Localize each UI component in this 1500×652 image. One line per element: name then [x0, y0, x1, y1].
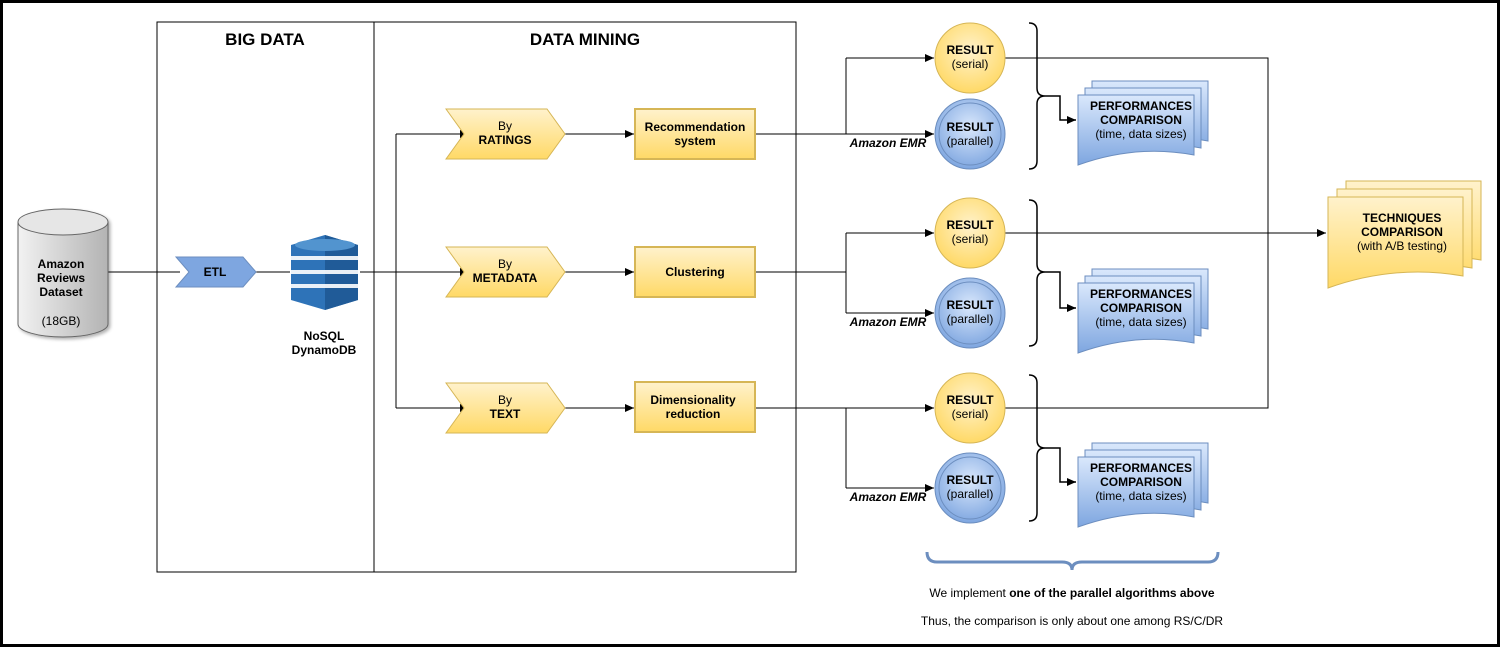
braces: [1028, 22, 1076, 522]
chevron-text: By TEXT: [445, 382, 566, 434]
note-line-2: Thus, the comparison is only about one a…: [921, 614, 1223, 628]
connectors: [108, 54, 1326, 492]
dynamodb-icon: [291, 235, 358, 310]
chevron-text-by: By: [498, 393, 512, 407]
perf-comparison-2: PERFORMANCES COMPARISON (time, data size…: [1077, 268, 1209, 354]
techniques-line3: (with A/B testing): [1357, 239, 1447, 253]
emr-label-1: Amazon EMR: [849, 136, 927, 150]
result-serial-3-title: RESULT: [946, 393, 994, 407]
brace-arrow-2: [1045, 271, 1076, 312]
chevron-metadata-label: METADATA: [473, 271, 538, 285]
algo-recommendation: Recommendation system: [634, 108, 756, 160]
perf-1-line3: (time, data sizes): [1095, 127, 1186, 141]
result-parallel-1-title: RESULT: [946, 120, 994, 134]
techniques-line1: TECHNIQUES: [1363, 211, 1442, 225]
chevron-ratings-label: RATINGS: [478, 133, 531, 147]
result-serial-1: RESULT (serial): [934, 22, 1006, 94]
techniques-line2: COMPARISON: [1361, 225, 1443, 239]
chevron-metadata-by: By: [498, 257, 512, 271]
note-prefix: We implement: [929, 586, 1009, 600]
note-line-1: We implement one of the parallel algorit…: [929, 586, 1215, 600]
algo-dimensionality-line1: Dimensionality: [650, 393, 736, 407]
perf-3-line3: (time, data sizes): [1095, 489, 1186, 503]
result-serial-3-sub: (serial): [952, 407, 989, 421]
perf-2-line3: (time, data sizes): [1095, 315, 1186, 329]
brace-arrow-3: [1045, 447, 1076, 486]
chevron-metadata: By METADATA: [445, 246, 566, 298]
perf-comparison-1: PERFORMANCES COMPARISON (time, data size…: [1077, 80, 1209, 166]
db-label-1: NoSQL: [304, 329, 345, 343]
algo-clustering-line1: Clustering: [665, 265, 724, 279]
chevron-ratings-by: By: [498, 119, 512, 133]
perf-3-line1: PERFORMANCES: [1090, 461, 1192, 475]
dataset-cylinder: [17, 208, 109, 338]
chevron-text-label: TEXT: [490, 407, 521, 421]
result-serial-2-sub: (serial): [952, 232, 989, 246]
emr-label-3: Amazon EMR: [849, 490, 927, 504]
result-parallel-2: RESULT (parallel): [934, 277, 1006, 349]
perf-2-line2: COMPARISON: [1100, 301, 1182, 315]
result-parallel-1: RESULT (parallel): [934, 98, 1006, 170]
result-parallel-1-sub: (parallel): [947, 134, 994, 148]
result-serial-1-sub: (serial): [952, 57, 989, 71]
db-label-2: DynamoDB: [292, 343, 357, 357]
result-parallel-2-sub: (parallel): [947, 312, 994, 326]
perf-3-line2: COMPARISON: [1100, 475, 1182, 489]
result-serial-2-title: RESULT: [946, 218, 994, 232]
algo-recommendation-line2: system: [674, 134, 715, 148]
perf-comparison-3: PERFORMANCES COMPARISON (time, data size…: [1077, 442, 1209, 528]
bottom-brace: [925, 551, 1220, 571]
big-data-title: BIG DATA: [225, 30, 305, 49]
algo-recommendation-line1: Recommendation: [645, 120, 746, 134]
dataset-label-2: Reviews: [37, 271, 85, 285]
dataset-size: (18GB): [42, 314, 81, 328]
algo-dimensionality: Dimensionality reduction: [634, 381, 756, 433]
emr-label-2: Amazon EMR: [849, 315, 927, 329]
etl-step: [174, 256, 257, 288]
chevron-ratings: By RATINGS: [445, 108, 566, 160]
algo-clustering: Clustering: [634, 246, 756, 298]
algo-dimensionality-line2: reduction: [666, 407, 721, 421]
perf-1-line2: COMPARISON: [1100, 113, 1182, 127]
result-parallel-3-sub: (parallel): [947, 487, 994, 501]
data-mining-section: [373, 21, 797, 573]
result-serial-1-title: RESULT: [946, 43, 994, 57]
result-serial-3: RESULT (serial): [934, 372, 1006, 444]
perf-2-line1: PERFORMANCES: [1090, 287, 1192, 301]
dataset-label-3: Dataset: [39, 285, 82, 299]
result-serial-2: RESULT (serial): [934, 197, 1006, 269]
dataset-label-1: Amazon: [38, 257, 85, 271]
data-mining-title: DATA MINING: [530, 30, 640, 49]
note-bold: one of the parallel algorithms above: [1009, 586, 1215, 600]
brace-arrow-1: [1045, 95, 1076, 124]
result-parallel-3-title: RESULT: [946, 473, 994, 487]
result-parallel-2-title: RESULT: [946, 298, 994, 312]
result-parallel-3: RESULT (parallel): [934, 452, 1006, 524]
perf-1-line1: PERFORMANCES: [1090, 99, 1192, 113]
etl-label: ETL: [204, 265, 227, 279]
techniques-comparison: TECHNIQUES COMPARISON (with A/B testing): [1327, 180, 1482, 289]
